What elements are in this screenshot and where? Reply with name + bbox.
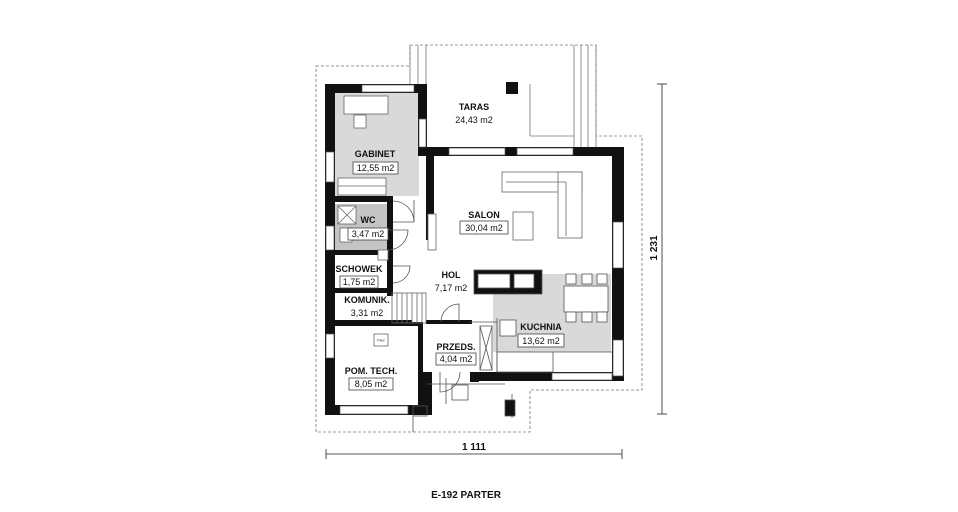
terrace-post xyxy=(506,82,518,94)
przeds-name: PRZEDS. xyxy=(436,342,475,352)
doors xyxy=(387,200,516,432)
kuchnia-area: 13,62 m2 xyxy=(522,336,560,346)
schowek-name: SCHOWEK xyxy=(336,264,384,274)
depth-dimension-label: 1 231 xyxy=(649,235,660,260)
przeds-area: 4,04 m2 xyxy=(440,354,473,364)
plan-caption: E-192 PARTER xyxy=(431,490,502,501)
przeds-area-box xyxy=(435,352,477,366)
salon-area-box xyxy=(459,220,509,235)
desk-furniture xyxy=(337,95,389,196)
hol-name: HOL xyxy=(442,270,462,280)
interior-walls xyxy=(332,156,472,372)
gabinet-area-box xyxy=(352,161,399,175)
schowek-area-box xyxy=(339,275,379,289)
room-labels: TARAS 24,43 m2 GABINET 12,55 m2 WC 3,47 … xyxy=(336,102,565,391)
terrace xyxy=(409,45,597,150)
windows xyxy=(325,84,624,415)
komunik-name: KOMUNIK. xyxy=(344,295,390,305)
kuchnia-area-box xyxy=(517,333,565,348)
schowek-area: 1,75 m2 xyxy=(343,277,376,287)
taras-name: TARAS xyxy=(459,102,489,112)
boiler-icon xyxy=(373,333,389,347)
width-dimension-label: 1 111 xyxy=(462,442,486,453)
kuchnia-name: KUCHNIA xyxy=(520,322,562,332)
kitchen-partition xyxy=(470,318,612,373)
taras-area: 24,43 m2 xyxy=(455,115,493,125)
wc-name: WC xyxy=(361,215,376,225)
kitchen-furniture xyxy=(473,269,609,337)
pomtech-name: POM. TECH. xyxy=(345,366,398,376)
wc-area-box xyxy=(347,227,389,241)
gabinet-name: GABINET xyxy=(355,149,396,159)
salon-furniture xyxy=(427,171,583,251)
depth-dimension xyxy=(657,83,667,415)
pomtech-area-box xyxy=(348,377,394,391)
salon-area: 30,04 m2 xyxy=(465,223,503,233)
salon-name: SALON xyxy=(468,210,500,220)
pomtech-area: 8,05 m2 xyxy=(355,379,388,389)
komunik-area: 3,31 m2 xyxy=(351,308,384,318)
gabinet-area: 12,55 m2 xyxy=(357,163,395,173)
width-dimension xyxy=(325,449,623,459)
wc-area: 3,47 m2 xyxy=(352,229,385,239)
stairs xyxy=(391,292,427,324)
hol-area: 7,17 m2 xyxy=(435,283,468,293)
boiler-label: Piec xyxy=(377,338,385,343)
